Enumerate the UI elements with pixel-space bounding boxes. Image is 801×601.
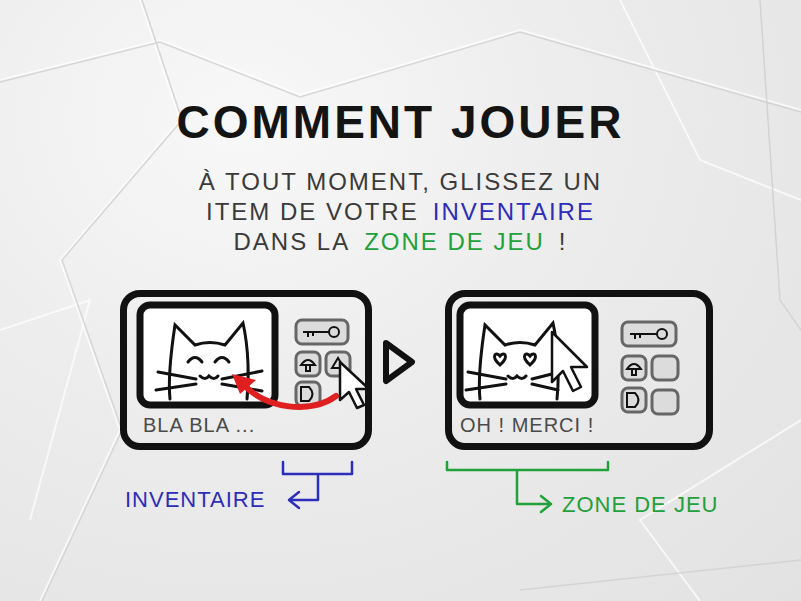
title: COMMENT JOUER	[0, 95, 801, 149]
inventory-slots	[622, 322, 678, 414]
instruction-line: ITEM DE VOTRE INVENTAIRE	[0, 198, 801, 226]
happy-cat	[156, 323, 262, 399]
instruction-text: INVENTAIRE	[433, 198, 595, 226]
instruction-text: ITEM DE VOTRE	[206, 198, 419, 226]
drag-arrow	[242, 383, 336, 407]
zone-label: ZONE DE JEU	[562, 492, 718, 518]
instruction-line: DANS LA ZONE DE JEU!	[0, 228, 801, 256]
mouse-cursor	[340, 362, 369, 408]
item-icons	[301, 327, 344, 401]
game-screen	[460, 305, 595, 405]
instruction-text: DANS LA	[233, 228, 350, 256]
game-window: OH ! MERCI !	[445, 290, 713, 450]
instruction-text: ZONE DE JEU	[364, 228, 545, 256]
item-icons	[627, 329, 667, 407]
instruction-text: !	[559, 228, 568, 256]
arrow-shape	[386, 343, 412, 381]
game-screen	[140, 305, 275, 405]
dialogue-text: OH ! MERCI !	[460, 414, 594, 437]
instruction-line: À TOUT MOMENT, GLISSEZ UN	[0, 168, 801, 196]
step-arrow	[386, 343, 412, 381]
mouse-cursor	[552, 332, 587, 391]
loving-cat	[466, 323, 560, 399]
zone-label: INVENTAIRE	[125, 487, 265, 513]
dialogue-text: BLA BLA ...	[143, 414, 255, 437]
instruction-text: À TOUT MOMENT, GLISSEZ UN	[199, 168, 602, 196]
inventory-bracket	[283, 462, 352, 508]
game-window: BLA BLA ...	[120, 290, 372, 450]
drag-arrow-head	[232, 374, 256, 394]
